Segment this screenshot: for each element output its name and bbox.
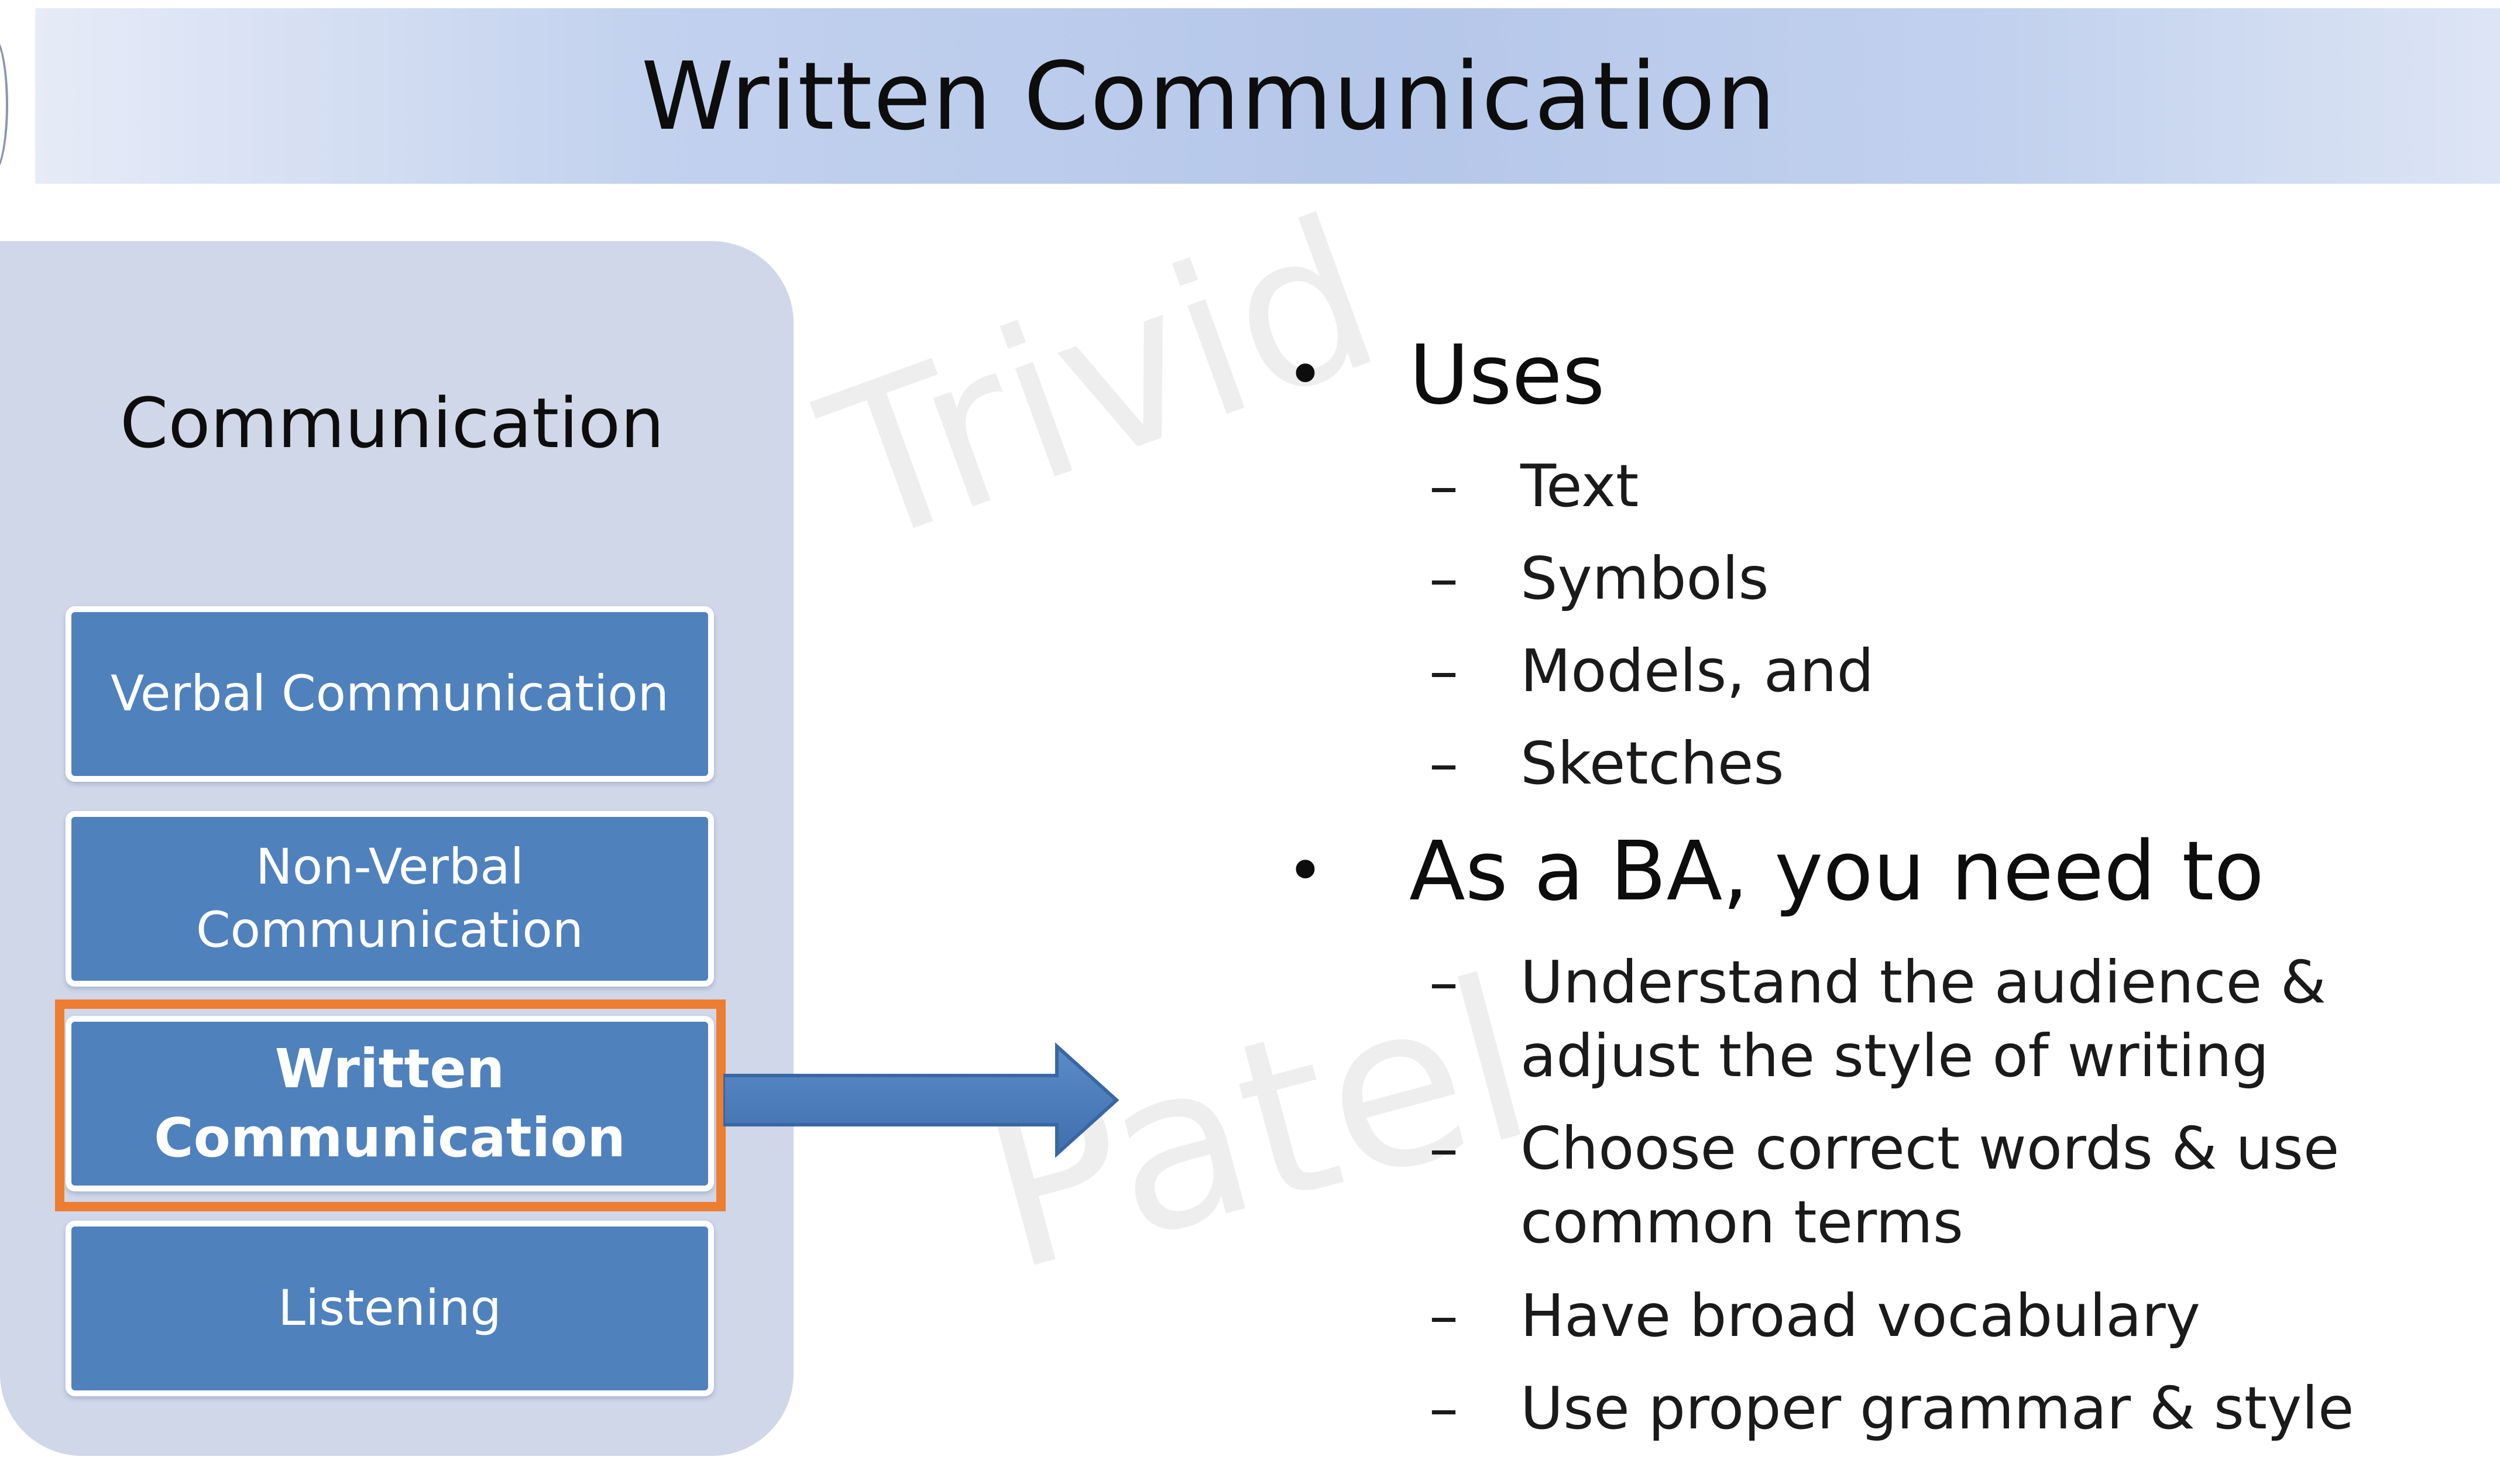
dash-glyph: – <box>1429 452 1458 520</box>
category-label: Non-Verbal Communication <box>195 838 584 959</box>
bullet-uses: • Uses <box>1276 328 1605 423</box>
bullet-label: Uses <box>1409 328 1605 423</box>
sub-item-text: Text <box>1520 452 1639 520</box>
dash-glyph: – <box>1429 544 1458 613</box>
selection-highlight <box>55 999 726 1211</box>
dash-glyph: – <box>1429 1374 1458 1442</box>
sub-item: – Understand the audience & adjust the s… <box>1429 946 2500 1093</box>
sub-item-text: Use proper grammar & style <box>1520 1374 2354 1442</box>
bullet-glyph: • <box>1286 337 1324 412</box>
sub-item: – Sketches <box>1429 727 2500 801</box>
sub-item: – Choose correct words & use common term… <box>1429 1112 2500 1259</box>
sub-item-text: Symbols <box>1520 544 1769 613</box>
sub-item-text: Understand the audience & adjust the sty… <box>1520 948 2326 1090</box>
dash-glyph: – <box>1429 729 1458 798</box>
category-listening[interactable]: Listening <box>66 1221 714 1396</box>
bullet-label: As a BA, you need to <box>1409 824 2264 919</box>
slide-title: Written Communication <box>641 41 1777 151</box>
bullet-glyph: • <box>1286 833 1324 908</box>
sub-item: – Have broad vocabulary <box>1429 1279 2500 1353</box>
dash-glyph: – <box>1429 1114 1458 1183</box>
category-written-communication[interactable]: Written Communication <box>66 1016 714 1191</box>
category-label: Listening <box>278 1279 502 1337</box>
category-label: Verbal Communication <box>110 665 669 723</box>
bullet-as-a-ba: • As a BA, you need to <box>1276 824 2264 919</box>
sub-item-text: Have broad vocabulary <box>1520 1282 2200 1350</box>
sub-item-text: Models, and <box>1520 637 1874 705</box>
dash-glyph: – <box>1429 948 1458 1016</box>
category-label: Written Communication <box>154 1038 626 1169</box>
sub-item: – Models, and <box>1429 634 2500 708</box>
sub-item-text: Sketches <box>1520 729 1784 798</box>
sub-item: – Text <box>1429 449 2500 523</box>
edge-arc-decoration <box>0 35 8 174</box>
sub-item: – Use proper grammar & style <box>1429 1372 2500 1445</box>
category-non-verbal-communication[interactable]: Non-Verbal Communication <box>66 811 714 987</box>
dash-glyph: – <box>1429 637 1458 705</box>
title-banner: Written Communication <box>35 8 2500 184</box>
category-verbal-communication[interactable]: Verbal Communication <box>66 606 714 782</box>
pointer-arrow-icon <box>723 1042 1119 1158</box>
panel-title: Communication <box>119 383 665 463</box>
sub-item-text: Choose correct words & use common terms <box>1520 1114 2340 1256</box>
dash-glyph: – <box>1429 1282 1458 1350</box>
sub-item: – Symbols <box>1429 542 2500 616</box>
